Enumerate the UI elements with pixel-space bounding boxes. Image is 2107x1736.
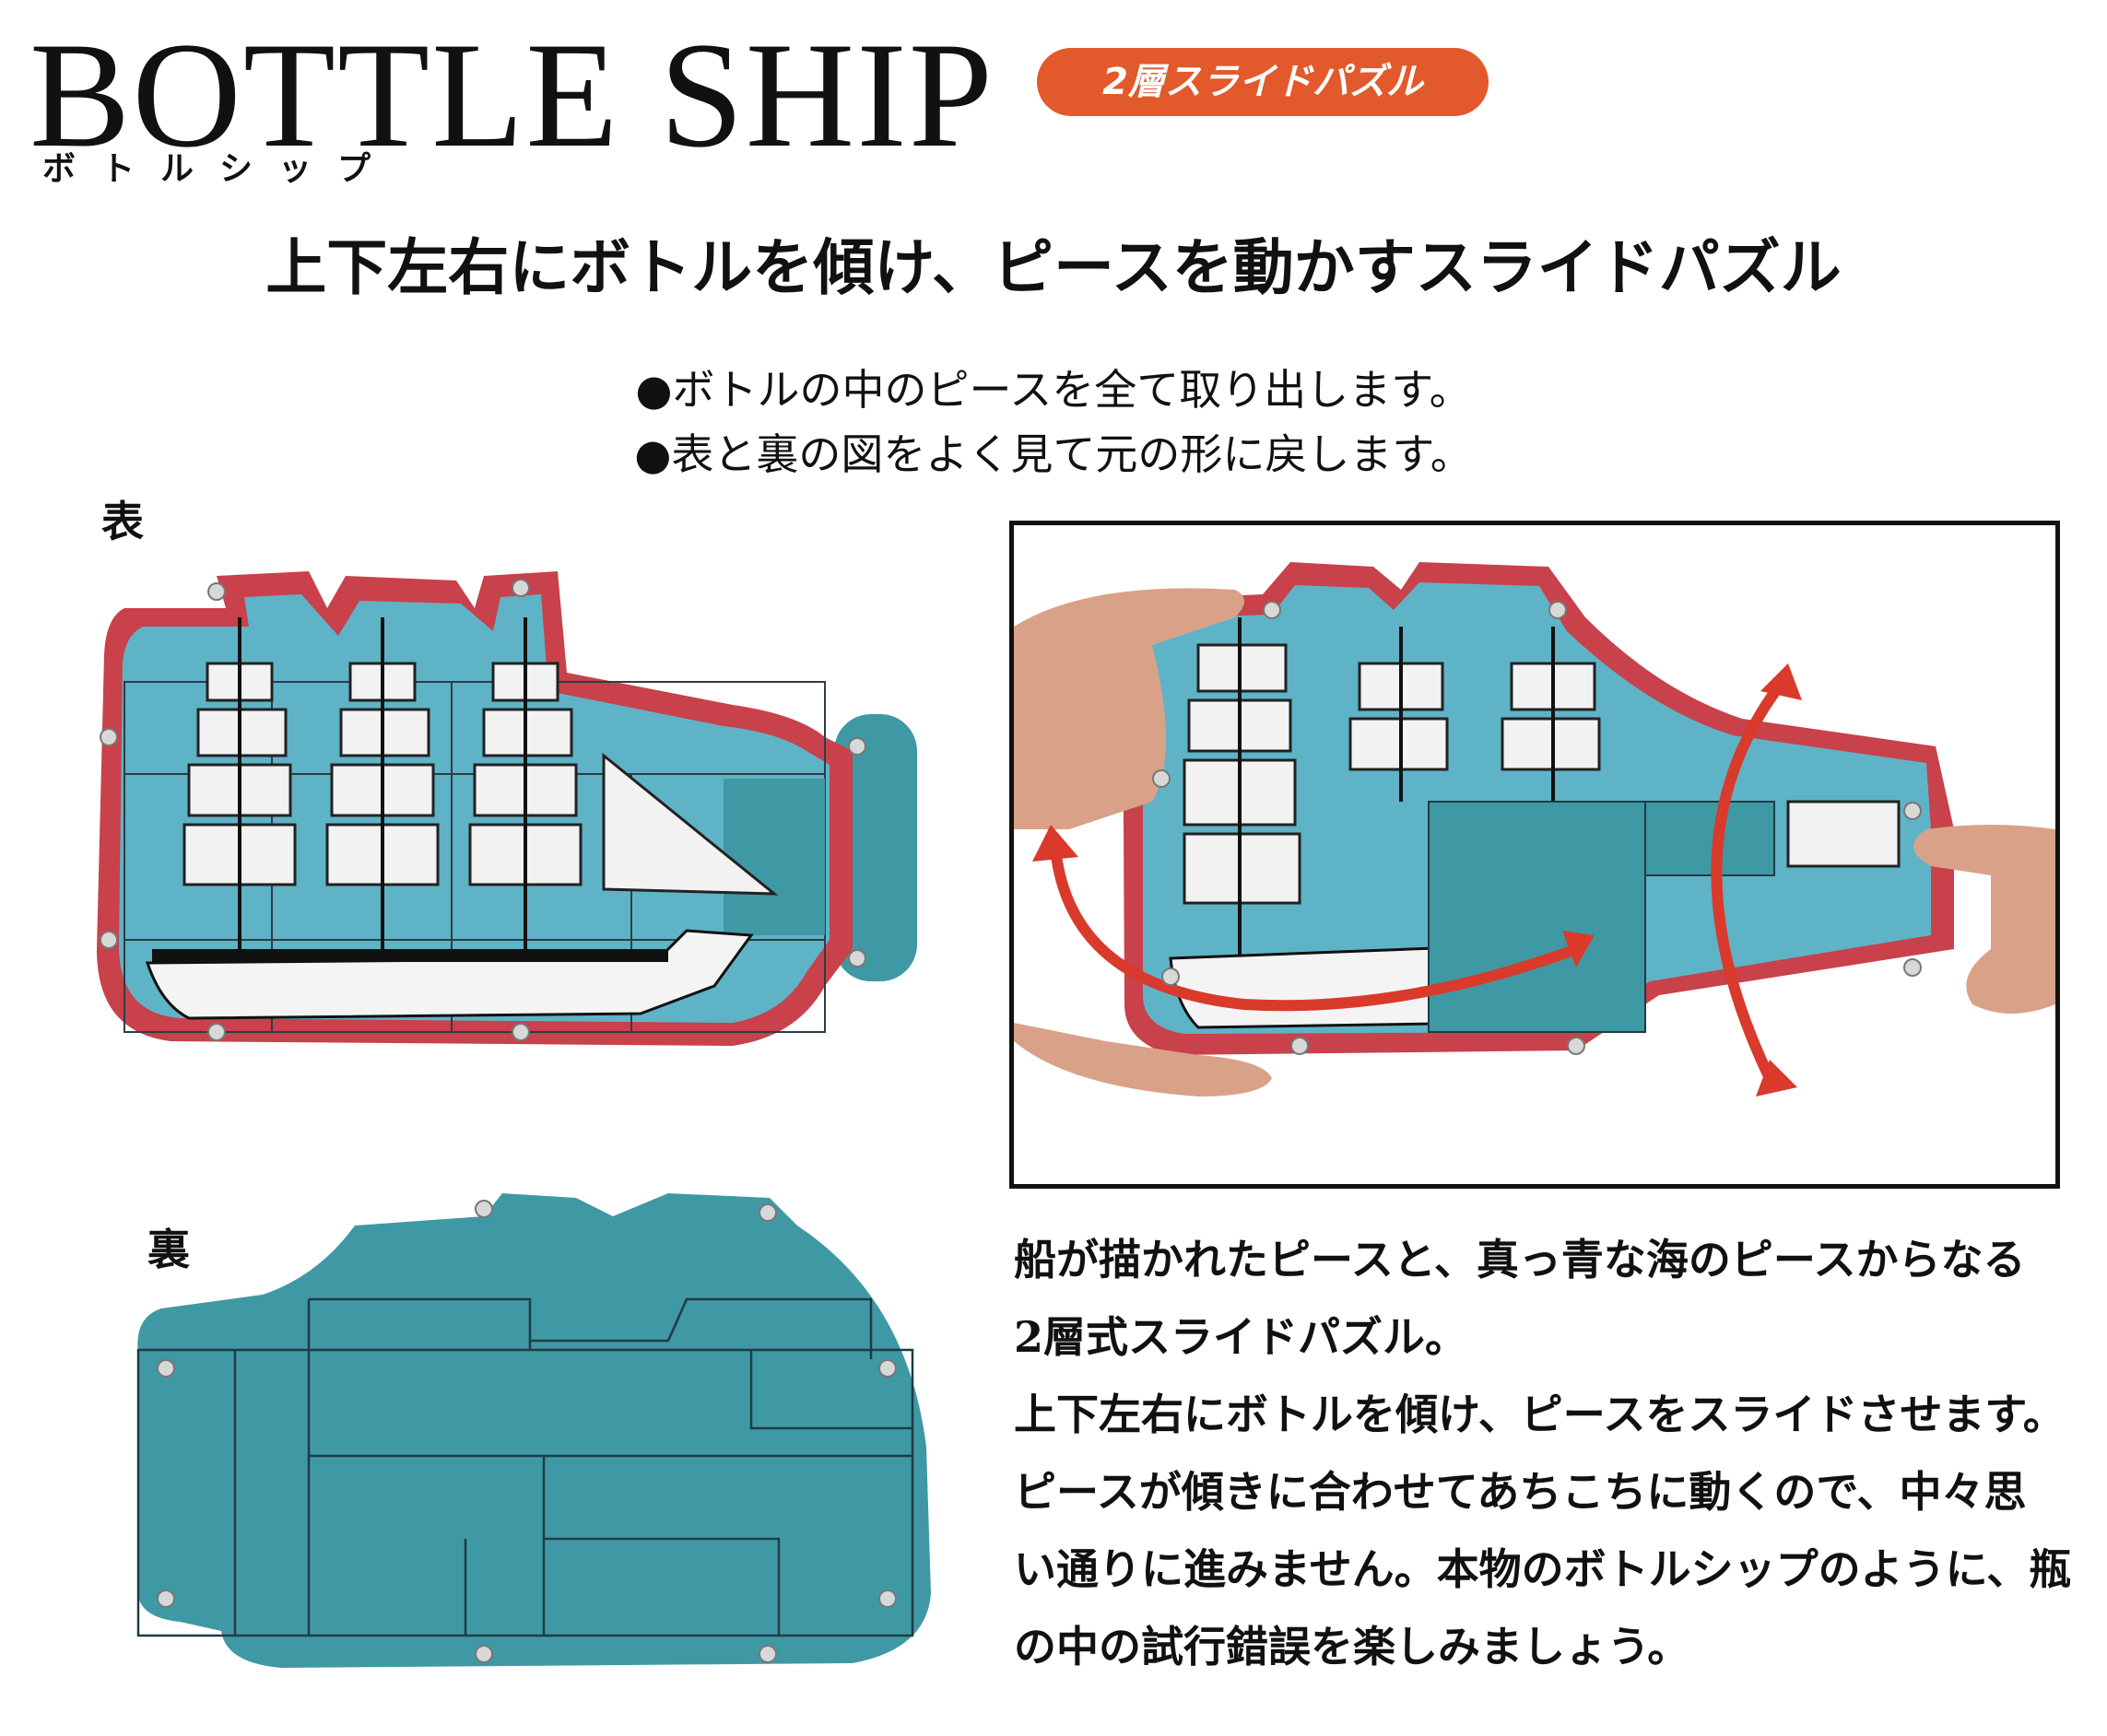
back-board: [137, 1193, 931, 1668]
back-view-image: [136, 1193, 931, 1668]
screw-icons: [1152, 601, 1922, 1055]
product-description: 船が描かれたピースと、真っ青な海のピースからなる 2層式スライドパズル。 上下左…: [1014, 1221, 2092, 1685]
front-view-image: [97, 571, 917, 1046]
usage-illustration: [1014, 562, 2055, 1097]
left-thumb: [1014, 1023, 1272, 1097]
instruction-list: ●ボトルの中のピースを全て取り出します。 ●表と裏の図をよく見て元の形に戻します…: [0, 358, 2107, 487]
screw-icons: [157, 1200, 897, 1663]
sea-piece: [724, 779, 825, 935]
description-line: ピースが傾きに合わせてあちこちに動くので、中々思: [1014, 1467, 2027, 1517]
arrow-heads: [1032, 663, 1802, 1097]
usage-photo: [1009, 521, 2060, 1189]
description-line: 上下左右にボトルを傾け、ピースをスライドさせます。: [1014, 1390, 2066, 1439]
tilt-arrows: [1050, 681, 1784, 1084]
sea-piece: [1428, 801, 1646, 1033]
description-line: 2層式スライドパズル。: [1014, 1312, 1468, 1362]
screw-icons: [100, 579, 866, 1041]
instruction-item: ●表と裏の図をよく見て元の形に戻します。: [634, 429, 1473, 479]
product-title: BOTTLE SHIP: [29, 12, 995, 179]
instruction-item: ●ボトルの中のピースを全て取り出します。: [635, 365, 1472, 415]
ship-hull: [145, 929, 754, 1020]
description-line: の中の試行錯誤を楽しみましょう。: [1014, 1622, 1690, 1671]
product-title-kana: ボトルシップ: [42, 150, 397, 188]
category-badge: 2層スライドパズル: [1037, 48, 1489, 116]
back-view-label: 裏: [147, 1225, 190, 1274]
bottle-cap: [834, 714, 917, 981]
ship-masts: [1238, 617, 1555, 958]
ship-masts: [238, 617, 527, 949]
tagline: 上下左右にボトルを傾け、ピースを動かすスライドパズル: [265, 231, 1842, 303]
right-hand: [1913, 825, 2055, 1014]
front-view-label: 表: [101, 497, 144, 546]
left-hand: [1014, 588, 1244, 829]
back-piece-grid: [136, 1297, 914, 1637]
description-line: 船が描かれたピースと、真っ青な海のピースからなる: [1014, 1235, 2026, 1284]
description-line: い通りに進みません。本物のボトルシップのように、瓶: [1014, 1544, 2072, 1594]
